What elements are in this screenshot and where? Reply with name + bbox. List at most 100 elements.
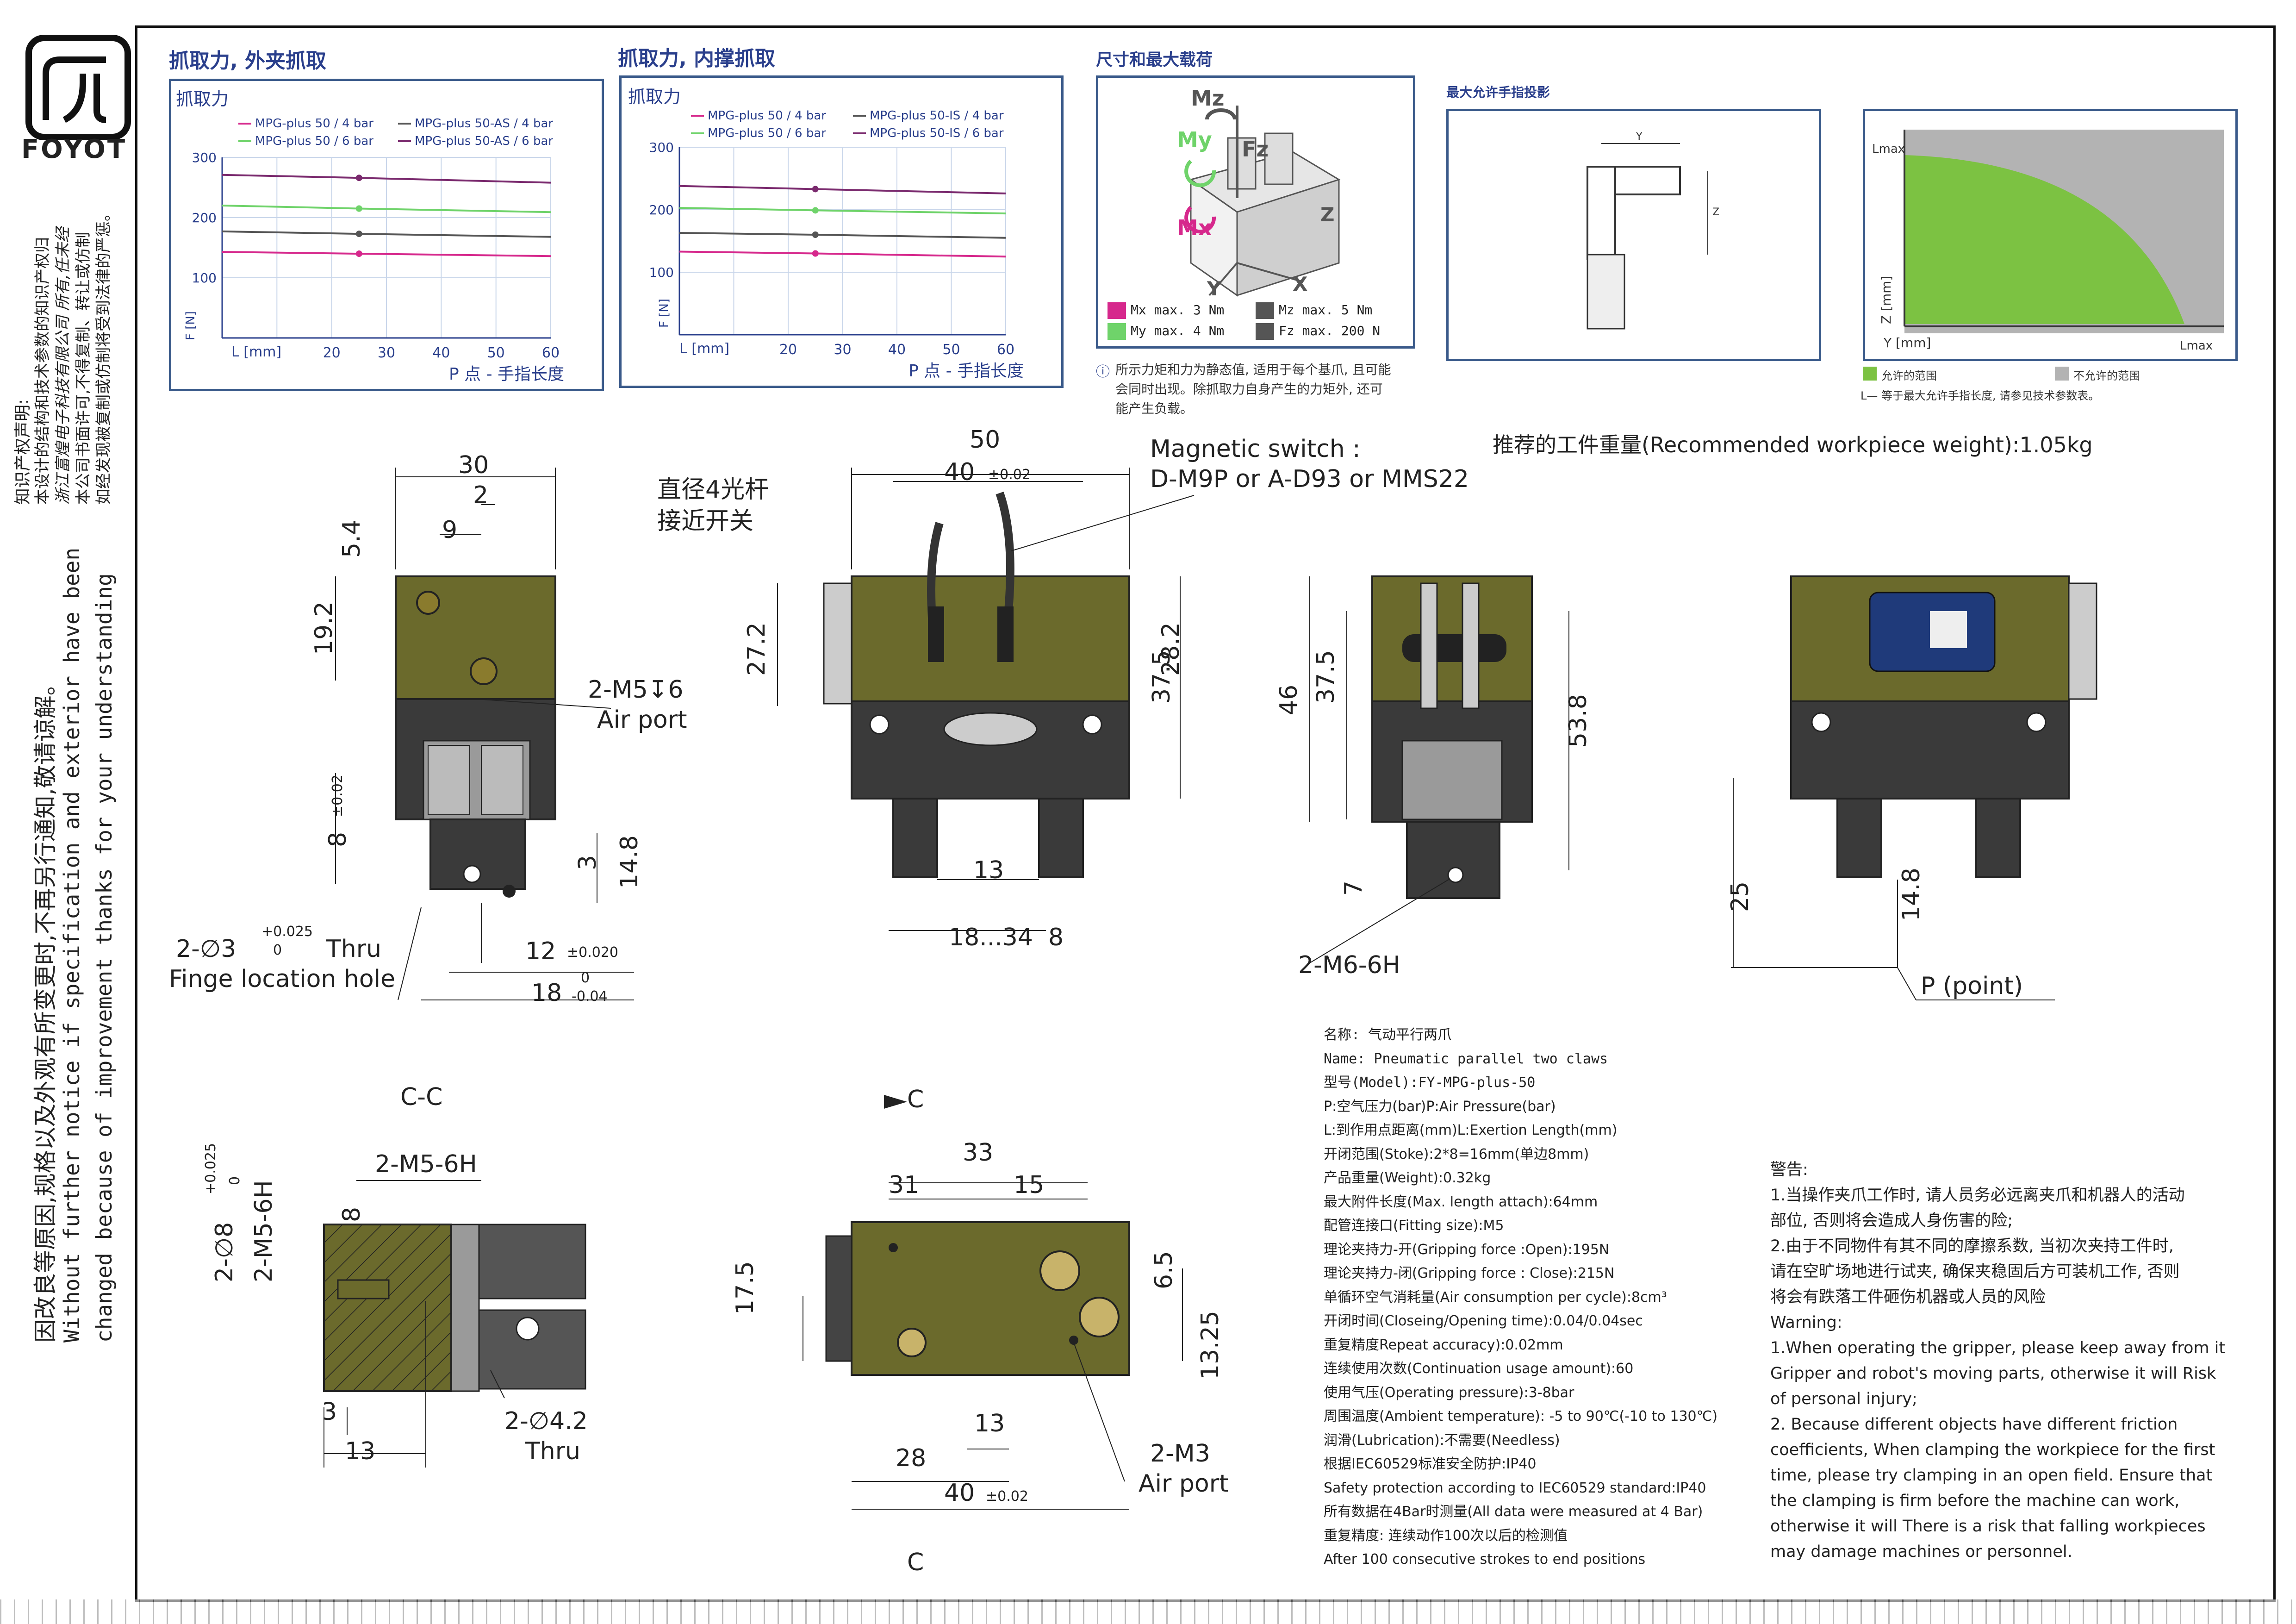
spec-line: Name: Pneumatic parallel two claws [1324, 1050, 1608, 1067]
allowed-swatch [1863, 367, 1877, 381]
load-note-line-1: 所示力矩和力为静态值, 适用于每个基爪, 且可能 [1115, 362, 1391, 377]
brand-name: FOYOT [21, 134, 127, 164]
legend-label: MPG-plus 50 / 6 bar [708, 126, 826, 140]
finge-location-hole: Finge location hole [169, 965, 396, 993]
hole-tol-low: 0 [273, 942, 282, 958]
magnetic-switch-label: Magnetic switch : [1150, 435, 1361, 463]
c-marker-top: C [907, 1086, 924, 1113]
spec-line: 最大附件长度(Max. length attach):64mm [1324, 1193, 1598, 1210]
load-panel: Mz My Mx Fz Z Y X Mx max. 3 Nm Mz max. 5… [1096, 75, 1415, 349]
spec-line: 单循环空气消耗量(Air consumption per cycle):8cm³ [1324, 1289, 1667, 1305]
my-label: My [1177, 127, 1212, 152]
x-tick-label: 20 [779, 342, 797, 358]
spec-line: 配管连接口(Fitting size):M5 [1324, 1218, 1504, 1234]
spec-line: 根据IEC60529标准安全防护:IP40 [1324, 1456, 1537, 1472]
warning-line: 1.When operating the gripper, please kee… [1770, 1339, 2226, 1357]
spec-line: 连续使用次数(Continuation usage amount):60 [1324, 1361, 1634, 1377]
logo-mark-icon [43, 56, 106, 123]
dim-13-front: 13 [973, 856, 1004, 884]
dim-46: 46 [1275, 684, 1303, 715]
dim-12: 12 [525, 937, 556, 965]
legend-label: MPG-plus 50-IS / 4 bar [870, 109, 1004, 123]
rod-label-1: 直径4光杆 [657, 476, 769, 504]
dim-28: 28 [896, 1444, 927, 1472]
warning-list: 警告:1.当操作夹爪工作时, 请人员务必远离夹爪和机器人的活动部位, 否则将会造… [1770, 1157, 2252, 1565]
x-tick-label: 50 [487, 345, 505, 361]
hole-tol-up: +0.025 [261, 924, 313, 940]
fz-swatch [1256, 323, 1274, 340]
legend-label: MPG-plus 50 / 4 bar [255, 117, 373, 131]
dim-12-tol: ±0.020 [567, 944, 619, 961]
dim-18: 18 [531, 979, 562, 1007]
inner-ylabel: F [N] [657, 299, 671, 328]
m5-air-label: 2-M5↧6 [588, 676, 684, 704]
series-point [355, 250, 362, 257]
scale-ruler [0, 1599, 2296, 1624]
dim-9: 9 [442, 516, 458, 544]
dim-27-2: 27.2 [743, 622, 771, 676]
dim-2: 2 [473, 481, 489, 509]
mz-label: Mz [1191, 86, 1225, 111]
warning-line: 1.当操作夹爪工作时, 请人员务必远离夹爪和机器人的活动 [1770, 1186, 2185, 1205]
section-title: C-C [400, 1083, 443, 1111]
dim-15: 15 [1014, 1171, 1045, 1199]
air-port-label-2: Air port [1139, 1470, 1229, 1498]
c-marker-bottom: C [907, 1549, 924, 1576]
inner-grip-heading: 抓取力, 内撑抓取 [618, 47, 776, 70]
dim-7: 7 [1340, 880, 1368, 896]
section-phi8-tol-low: 0 [227, 1176, 243, 1185]
axis-x-label: X [1293, 273, 1307, 295]
dim-z-label: Z [1712, 206, 1719, 218]
notice-en-2: changed because of improvement thanks fo… [92, 573, 117, 1343]
legend-label: MPG-plus 50 / 4 bar [708, 109, 826, 123]
dim-33: 33 [963, 1139, 994, 1167]
inner-xlabel: L [mm] [679, 341, 729, 357]
dim-50: 50 [970, 426, 1001, 454]
section-dim-8: 8 [338, 1206, 366, 1222]
section-m5-label: 2-M5-6H [375, 1150, 477, 1178]
dim-6-5: 6.5 [1150, 1251, 1178, 1289]
spec-line: P:空气压力(bar)P:Air Pressure(bar) [1324, 1098, 1556, 1115]
spec-line: 重复精度Repeat accuracy):0.02mm [1324, 1337, 1563, 1353]
dim-40-bottom: 40 [944, 1479, 975, 1507]
finger-diagram-panel: Y Z [1446, 109, 1821, 361]
warning-line: otherwise it will There is a risk that f… [1770, 1517, 2206, 1536]
series-point [355, 205, 362, 212]
series-point [812, 231, 819, 238]
dim-37-5-side: 37.5 [1312, 650, 1340, 704]
spec-line: 所有数据在4Bar时测量(All data were measured at 4… [1324, 1504, 1703, 1520]
dim-17-5: 17.5 [731, 1261, 759, 1315]
my-swatch [1108, 323, 1126, 340]
spec-line: L:到作用点距离(mm)L:Exertion Length(mm) [1324, 1122, 1618, 1138]
finger-zlabel: Z [mm] [1879, 276, 1894, 324]
series-point [812, 250, 819, 257]
dim-19-2: 19.2 [310, 601, 338, 655]
outer-xlabel: L [mm] [231, 344, 281, 360]
fz-label: Fz [1242, 137, 1269, 162]
foyot-logo [25, 35, 131, 140]
spec-line: 理论夹持力-闭(Gripping force : Close):215N [1324, 1265, 1615, 1281]
point-label: P (point) [1921, 972, 2023, 1000]
warning-line: 请在空旷场地进行试夹, 确保夹稳固后方可装机工作, 否则 [1770, 1262, 2180, 1281]
m5-thread: 2-M5 [588, 676, 648, 704]
warning-line: of personal injury; [1770, 1390, 1917, 1408]
back-view-drawing [1731, 575, 2097, 1000]
m3-label: 2-M3 [1150, 1440, 1210, 1468]
dim-25: 25 [1726, 881, 1754, 912]
axis-z-label: Z [1320, 203, 1334, 226]
spec-line: 周围温度(Ambient temperature): -5 to 90℃(-10… [1324, 1408, 1718, 1424]
m6-label: 2-M6-6H [1298, 951, 1400, 979]
dim-8-tol: ±0.02 [330, 775, 346, 817]
y-tick-label: 100 [649, 265, 674, 280]
mx-swatch [1108, 302, 1126, 319]
lmax-y-label: Lmax [1872, 142, 1905, 156]
axis-y-label: Y [1207, 277, 1221, 300]
warning-line: the clamping is firm before the machine … [1770, 1492, 2180, 1510]
mz-swatch [1256, 302, 1274, 319]
inner-grip-label: 抓取力 [628, 87, 681, 107]
rod-label-2: 接近开关 [657, 507, 754, 535]
